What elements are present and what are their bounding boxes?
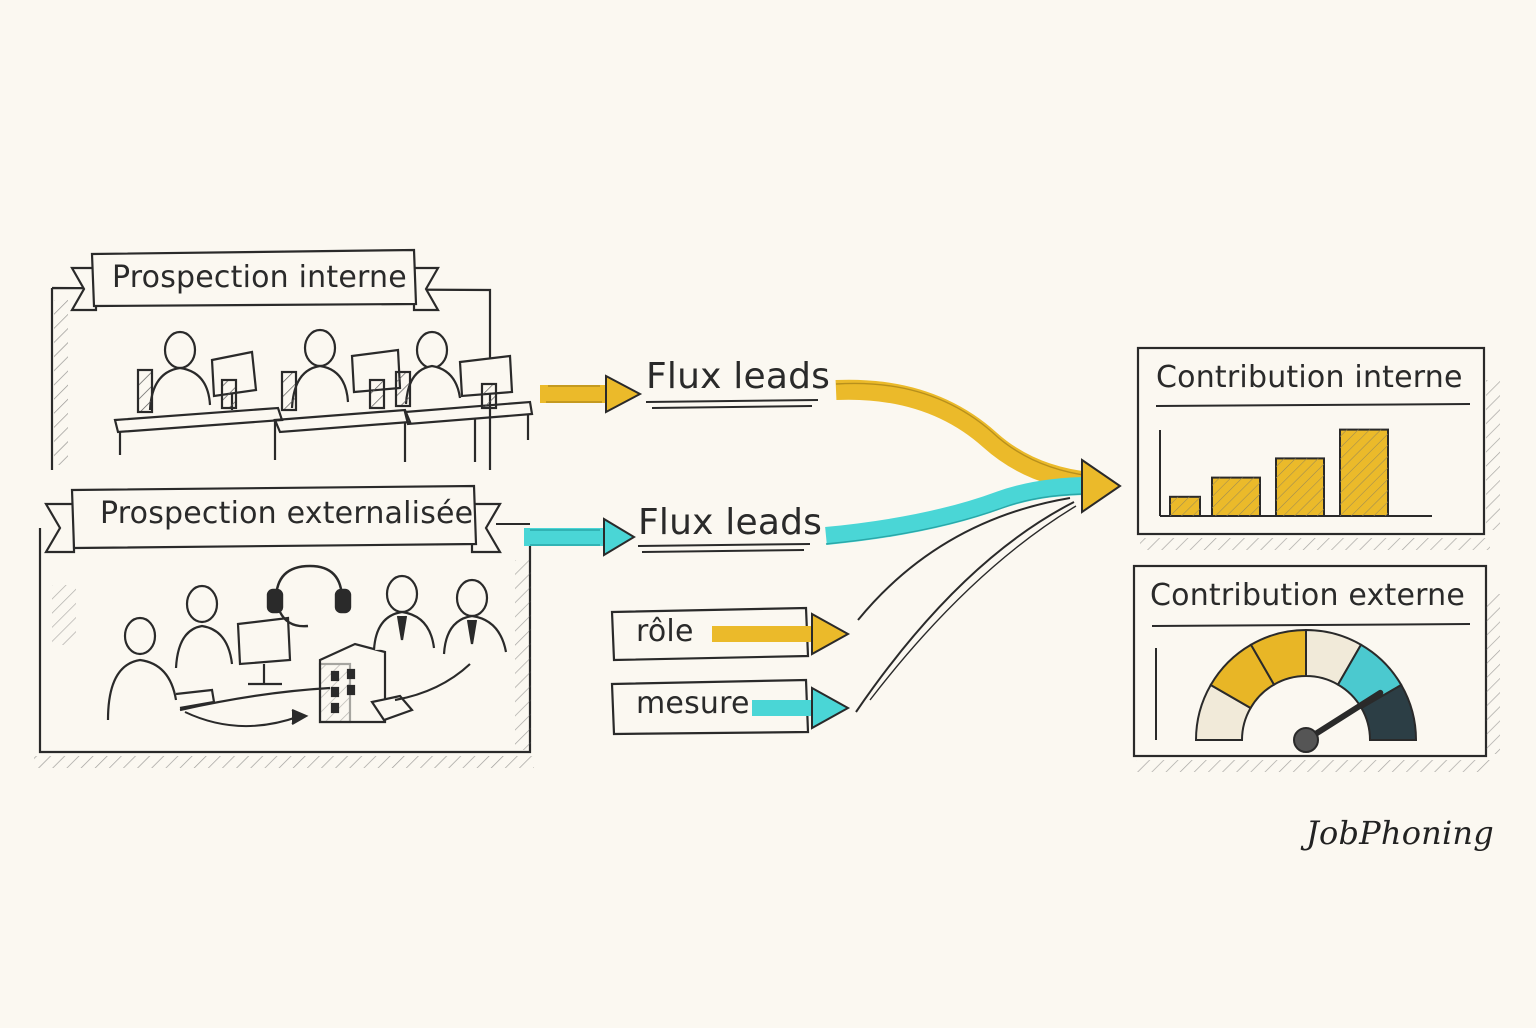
role-label: rôle: [636, 614, 694, 649]
internal-contribution-panel: [1136, 346, 1500, 550]
external-manager-1: [372, 574, 436, 651]
internal-prospection-box: [50, 248, 534, 470]
merging-flows: [825, 379, 1122, 713]
external-desk: [179, 663, 471, 727]
gauge-needle: [1303, 689, 1384, 743]
external-contribution-title: Contribution externe: [1150, 578, 1465, 613]
bar-hatch-4: [1340, 429, 1388, 516]
gauge-segment-6: [1360, 683, 1418, 741]
internal-ribbon: [70, 248, 440, 312]
external-manager-2: [442, 578, 508, 655]
internal-source-title: Prospection interne: [112, 260, 407, 295]
internal-worker-2: [280, 328, 402, 412]
brand-logo: JobPhoning: [1306, 814, 1494, 852]
bar-hatch-3: [1276, 458, 1324, 516]
external-flow-arrow: [496, 517, 636, 557]
measure-label: mesure: [636, 686, 750, 721]
headset-icon: [266, 564, 352, 628]
flux-internal-underline: [645, 399, 819, 409]
gauge-chart: [1194, 628, 1418, 753]
external-agent-2: [174, 584, 292, 686]
external-ribbon: [44, 484, 502, 554]
external-flux-label: Flux leads: [638, 502, 823, 543]
internal-flux-label: Flux leads: [646, 356, 831, 397]
bar-hatch-1: [1170, 496, 1200, 516]
internal-worker-1: [136, 330, 258, 414]
internal-contribution-title: Contribution interne: [1156, 360, 1463, 395]
building-icon: [318, 642, 414, 724]
external-contribution-panel: [1132, 564, 1500, 772]
external-agent-1: [106, 616, 216, 721]
external-source-title: Prospection externalisée: [100, 496, 474, 531]
measure-box: [610, 678, 851, 736]
internal-flow-arrow: [540, 374, 643, 414]
bar-hatch-2: [1212, 477, 1260, 516]
role-box: [610, 606, 851, 662]
external-prospection-box: [34, 484, 534, 768]
flux-external-underline: [637, 543, 811, 553]
bar-chart: [1169, 428, 1389, 518]
internal-desks: [113, 400, 534, 462]
gauge-hub: [1293, 727, 1319, 753]
internal-worker-3: [394, 330, 514, 410]
